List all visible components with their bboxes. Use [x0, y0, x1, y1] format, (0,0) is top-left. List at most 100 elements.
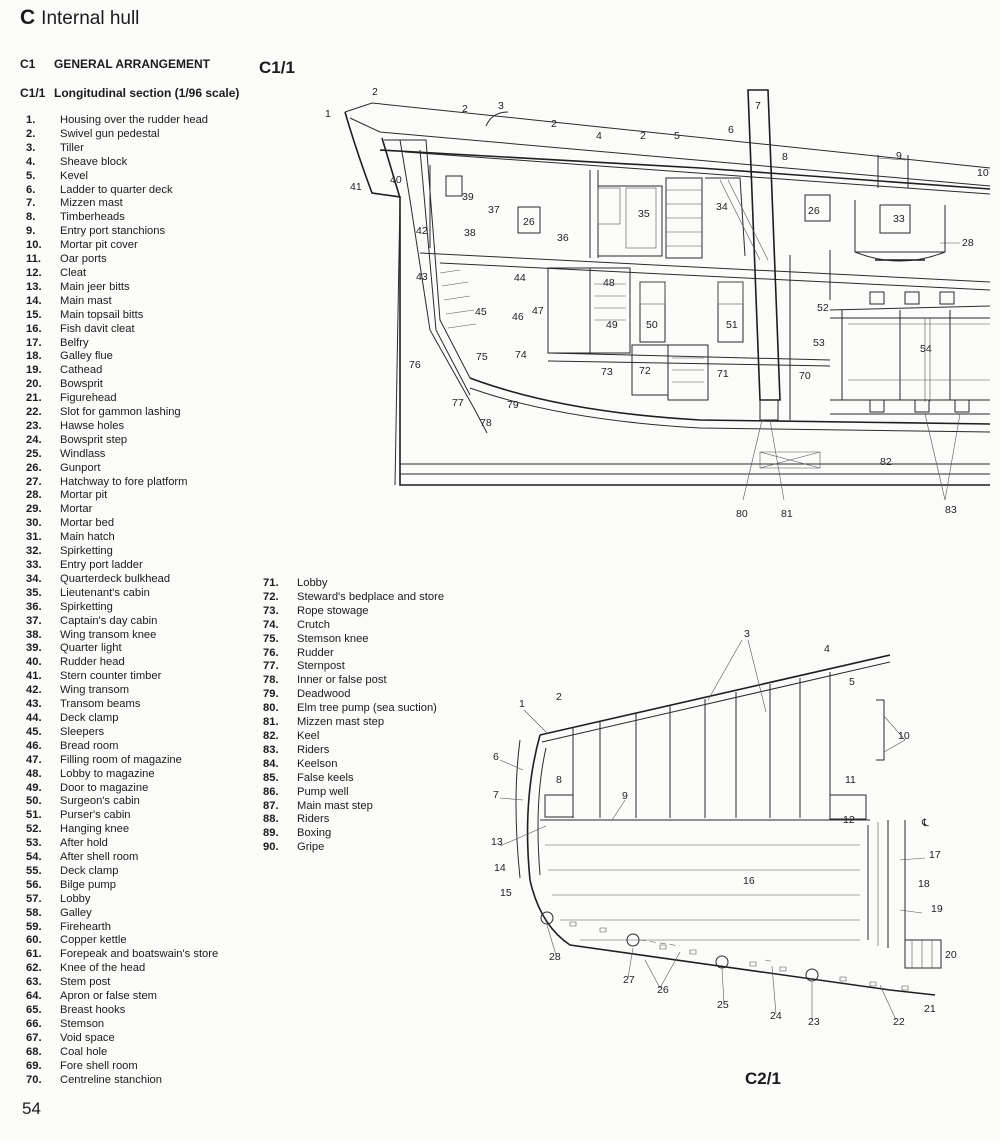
key-item: 66.Stemson: [26, 1018, 218, 1032]
key-item: 23.Hawse holes: [26, 420, 218, 434]
callout-number: 23: [808, 1016, 820, 1028]
key-number: 79.: [263, 688, 279, 701]
callout-number: 40: [390, 174, 402, 186]
callout-number: 73: [601, 366, 613, 378]
key-label: Bowsprit step: [60, 433, 128, 446]
key-item: 26.Gunport: [26, 462, 218, 476]
key-item: 45.Sleepers: [26, 726, 218, 740]
key-number: 85.: [263, 771, 279, 784]
callout-number: 2: [462, 103, 468, 115]
key-number: 82.: [263, 729, 279, 742]
key-number: 72.: [263, 590, 279, 603]
page-number: 54: [22, 1099, 41, 1118]
callout-number: 3: [744, 628, 750, 640]
key-number: 14.: [26, 294, 42, 307]
key-number: 49.: [26, 781, 42, 794]
key-item: 61.Forepeak and boatswain's store: [26, 948, 218, 962]
callout-number: 18: [918, 878, 930, 890]
key-item: 51.Purser's cabin: [26, 809, 218, 823]
key-number: 22.: [26, 406, 42, 419]
key-item: 37.Captain's day cabin: [26, 615, 218, 629]
callout-number: 81: [781, 508, 793, 520]
key-label: Quarterdeck bulkhead: [60, 572, 171, 585]
key-item: 8.Timberheads: [26, 211, 218, 225]
key-label: Gripe: [297, 841, 325, 854]
key-label: Lieutenant's cabin: [60, 586, 150, 599]
key-label: Spirketting: [60, 600, 113, 613]
key-item: 87.Main mast step: [263, 800, 444, 814]
callout-number: 10: [977, 167, 989, 179]
callout-number: 43: [416, 271, 428, 283]
callout-number: 45: [475, 306, 487, 318]
key-label: Breast hooks: [60, 1004, 126, 1016]
key-item: 54. After shell room: [26, 851, 218, 865]
callout-number: 53: [813, 337, 825, 349]
callout-number: 22: [893, 1016, 905, 1028]
key-item: 64.Apron or false stem: [26, 990, 218, 1004]
key-item: 52.Hanging knee: [26, 823, 218, 837]
key-item: 43.Transom beams: [26, 698, 218, 712]
key-label: Main mast: [60, 294, 112, 307]
key-item: 88.Riders: [263, 813, 444, 827]
key-number: 74.: [263, 618, 279, 631]
key-number: 3.: [26, 141, 36, 154]
key-label: Swivel gun pedestal: [60, 127, 160, 140]
key-number: 65.: [26, 1004, 42, 1016]
key-label: Wing transom knee: [60, 628, 157, 641]
key-label: Lobby to magazine: [60, 767, 155, 780]
key-label: Sheave block: [60, 155, 128, 168]
key-item: 2. Swivel gun pedestal: [26, 128, 218, 142]
callout-number: 2: [640, 130, 646, 142]
callout-number: 25: [717, 999, 729, 1011]
key-number: 53.: [26, 837, 42, 850]
key-number: 42.: [26, 684, 42, 697]
key-label: Door to magazine: [60, 781, 149, 794]
key-number: 12.: [26, 266, 42, 279]
key-item: 77.Sternpost: [263, 660, 444, 674]
key-item: 27.Hatchway to fore platform: [26, 476, 218, 490]
key-number: 83.: [263, 743, 279, 756]
key-number: 86.: [263, 785, 279, 798]
key-number: 57.: [26, 892, 42, 905]
key-label: Slot for gammon lashing: [60, 406, 181, 419]
key-item: 55.Deck clamp: [26, 865, 218, 879]
key-item: 28.Mortar pit: [26, 489, 218, 503]
key-label: After shell room: [60, 851, 139, 864]
key-number: 26.: [26, 461, 42, 474]
key-number: 28.: [26, 489, 42, 502]
callout-number: 1: [325, 108, 331, 120]
key-item: 79.Deadwood: [263, 688, 444, 702]
key-label: Main mast step: [297, 799, 373, 812]
key-label: Bilge pump: [60, 878, 116, 891]
callout-number: 52: [817, 302, 829, 314]
callout-number: 6: [728, 124, 734, 136]
chapter-title: Internal hull: [41, 8, 140, 29]
key-label: Knee of the head: [60, 962, 146, 975]
key-number: 70.: [26, 1073, 42, 1086]
key-number: 2.: [26, 127, 36, 140]
key-number: 13.: [26, 280, 42, 293]
key-item: 9.Entry port stanchions: [26, 225, 218, 239]
key-number: 45.: [26, 725, 42, 738]
callout-number: 27: [623, 974, 635, 986]
callout-number: 83: [945, 504, 957, 516]
key-item: 72.Steward's bedplace and store: [263, 591, 444, 605]
key-number: 67.: [26, 1031, 42, 1044]
key-label: Stem post: [60, 976, 111, 989]
key-number: 29.: [26, 503, 42, 516]
key-item: 86.Pump well: [263, 786, 444, 800]
key-item: 30.Mortar bed: [26, 517, 218, 531]
callout-number: 47: [532, 305, 544, 317]
key-label: Entry port stanchions: [60, 225, 166, 238]
callout-number: 11: [845, 774, 856, 786]
callout-number: 2: [556, 691, 562, 703]
key-number: 54.: [26, 851, 42, 864]
callout-number: 44: [514, 272, 526, 284]
key-item: 12.Cleat: [26, 267, 218, 281]
key-label: Stemson knee: [297, 632, 369, 645]
